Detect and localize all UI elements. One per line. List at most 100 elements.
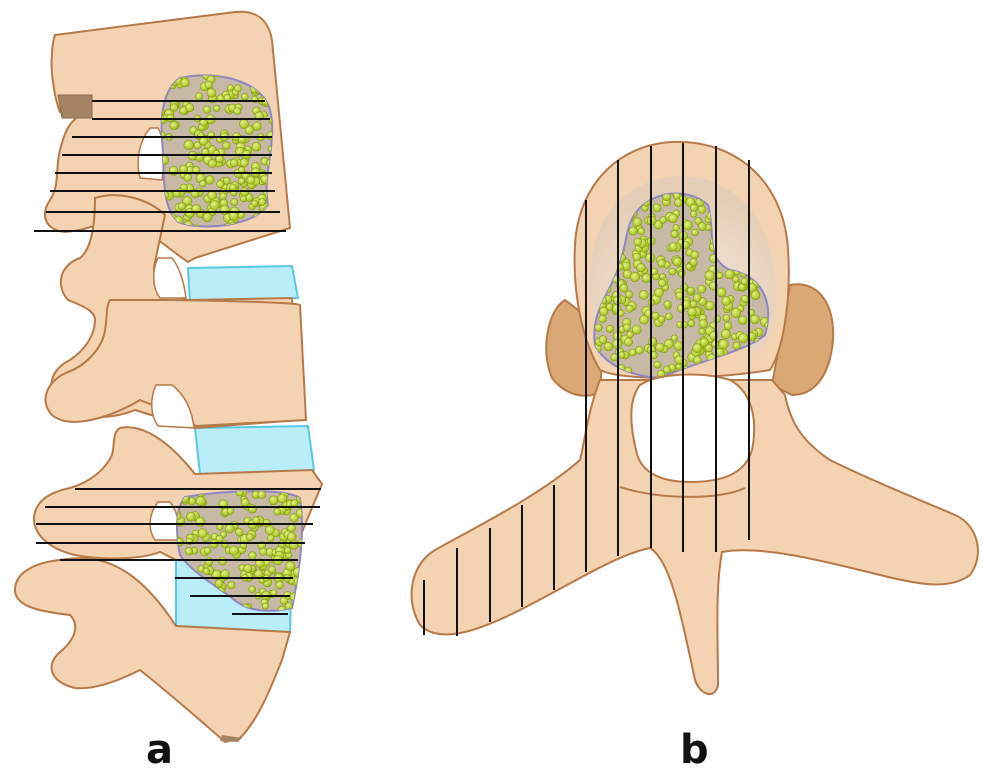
tumor-cell xyxy=(205,81,212,88)
tumor-cell xyxy=(240,159,248,167)
tumor-cell xyxy=(300,588,307,595)
tumor-cell xyxy=(671,335,677,341)
tumor-cell xyxy=(297,597,306,606)
tumor-cell xyxy=(200,181,207,188)
tumor-cell xyxy=(276,581,284,589)
tumor-cell xyxy=(698,206,706,214)
tumor-cell xyxy=(241,498,249,506)
tumor-cell xyxy=(278,541,285,548)
tumor-cell xyxy=(203,568,210,575)
spinous-process-shadow xyxy=(58,95,92,118)
tumor-cell xyxy=(225,524,234,533)
tumor-cell xyxy=(693,344,702,353)
tumor-cell xyxy=(722,297,731,306)
tumor-cell xyxy=(231,199,238,206)
tumor-cell xyxy=(267,535,274,542)
tumor-cell xyxy=(699,328,706,335)
intervertebral-disc xyxy=(195,426,314,474)
tumor-cell xyxy=(658,259,666,267)
tumor-cell xyxy=(207,88,216,97)
tumor-cell xyxy=(721,329,731,339)
panel-label-a: a xyxy=(146,730,173,770)
tumor-cell xyxy=(600,307,608,315)
tumor-cell xyxy=(268,566,276,574)
tumor-cell xyxy=(247,534,254,541)
tumor-cell xyxy=(629,227,637,235)
tumor-cell xyxy=(278,494,287,503)
tumor-cell xyxy=(698,222,706,230)
axial-vertebra-diagram xyxy=(412,142,978,694)
tumor-cell xyxy=(227,508,234,515)
tumor-cell xyxy=(640,315,649,324)
tumor-cell xyxy=(690,258,698,266)
tumor-cell xyxy=(632,325,641,334)
tumor-cell xyxy=(185,547,193,555)
tumor-cell xyxy=(652,312,659,319)
tumor-cell xyxy=(655,288,664,297)
tumor-cell xyxy=(648,337,656,345)
tumor-cell xyxy=(626,305,633,312)
tumor-cell xyxy=(223,142,231,150)
tumor-cell xyxy=(653,204,661,212)
spinal-canal xyxy=(631,375,754,482)
tumor-cell xyxy=(629,349,636,356)
tumor-cell xyxy=(296,595,303,602)
tumor-cell xyxy=(184,140,194,150)
tumor-cell xyxy=(690,204,697,211)
tumor-cell xyxy=(196,93,203,100)
tumor-cell xyxy=(699,320,708,329)
tumor-cell xyxy=(300,559,308,567)
tumor-cell xyxy=(178,202,185,209)
tumor-cell xyxy=(230,184,237,191)
tumor-cell xyxy=(738,334,747,343)
tumor-cell xyxy=(606,325,613,332)
tumor-cell xyxy=(658,279,666,287)
tumor-cell xyxy=(238,178,245,185)
tumor-cell xyxy=(669,268,676,275)
tumor-cell xyxy=(620,284,628,292)
tumor-cell xyxy=(741,295,748,302)
tumor-cell xyxy=(287,532,296,541)
intervertebral-foramen xyxy=(154,258,186,298)
tumor-cell xyxy=(199,137,207,145)
tumor-cell xyxy=(235,85,242,92)
tumor-cell xyxy=(636,346,644,354)
tumor-cell xyxy=(286,561,295,570)
tumor-cell xyxy=(217,180,225,188)
tumor-cell xyxy=(690,301,697,308)
tumor-cell xyxy=(637,263,646,272)
tumor-cell xyxy=(234,108,241,115)
tumor-cell xyxy=(284,547,291,554)
tumor-cell xyxy=(633,218,642,227)
panel-label-b: b xyxy=(680,730,709,770)
tumor-cell xyxy=(719,339,729,349)
tumor-cell xyxy=(248,505,256,513)
tumor-cell xyxy=(671,230,678,237)
tumor-cell xyxy=(599,315,607,323)
tumor-cell xyxy=(604,342,613,351)
tumor-cell xyxy=(673,224,680,231)
tumor-cell xyxy=(252,142,261,151)
tumor-cell xyxy=(196,517,205,526)
tumor-cell xyxy=(687,287,694,294)
tumor-cell xyxy=(239,119,248,128)
tumor-cell xyxy=(214,105,221,112)
tumor-cell xyxy=(274,508,281,515)
tumor-cell xyxy=(180,107,188,115)
tumor-cell xyxy=(741,278,748,285)
tumor-cell xyxy=(639,290,648,299)
tumor-cell xyxy=(674,199,682,207)
tumor-cell xyxy=(196,496,206,506)
tumor-cell xyxy=(258,491,266,499)
tumor-cell xyxy=(683,221,692,230)
tumor-cell xyxy=(208,159,216,167)
tumor-cell xyxy=(714,315,721,322)
tumor-cell xyxy=(184,174,192,182)
tumor-cell xyxy=(723,315,730,322)
tumor-cell xyxy=(204,547,211,554)
tumor-cell xyxy=(215,580,223,588)
tumor-cell xyxy=(210,200,220,210)
tumor-cell xyxy=(679,271,685,277)
tumor-cell xyxy=(688,320,695,327)
tumor-cell xyxy=(706,301,715,310)
